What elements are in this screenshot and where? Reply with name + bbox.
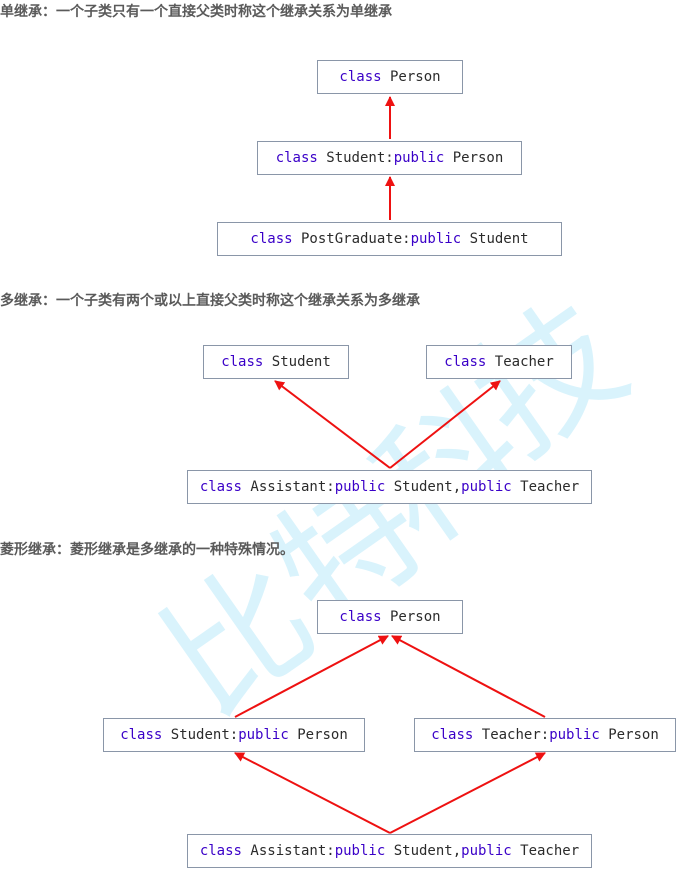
class-name: Assistant:: [241, 479, 335, 495]
public-keyword: public: [238, 727, 289, 743]
heading-diamond-inheritance: 菱形继承：菱形继承是多继承的一种特殊情况。: [0, 542, 294, 558]
diamond-teacher-box: class Teacher:public Person: [414, 718, 676, 752]
class-name: Teacher: [486, 354, 554, 370]
class-keyword: class: [339, 609, 382, 625]
public-keyword: public: [334, 479, 386, 495]
arrow-dstudent-to-person: [234, 635, 389, 718]
base-class-name: Student,: [385, 843, 462, 859]
base-class-name: Person: [288, 727, 348, 743]
class-keyword: class: [339, 69, 382, 85]
diamond-student-box: class Student:public Person: [103, 718, 365, 752]
multi-assistant-box: class Assistant:public Student,public Te…: [187, 470, 592, 504]
heading-multiple-inheritance: 多继承：一个子类有两个或以上直接父类时称这个继承关系为多继承: [0, 293, 420, 309]
class-name: Student:: [317, 150, 394, 166]
public-keyword: public: [461, 479, 512, 495]
arrow-assistant-to-student: [274, 380, 391, 469]
class-keyword: class: [444, 354, 487, 370]
base-class-name: Student,: [385, 479, 462, 495]
diamond-assistant-box: class Assistant:public Student,public Te…: [187, 834, 592, 868]
arrow-assistant-to-teacher: [389, 380, 501, 469]
base-class-name: Person: [444, 150, 504, 166]
single-student-box: class Student:public Person: [257, 141, 522, 175]
public-keyword: public: [410, 231, 462, 247]
class-name: Assistant:: [241, 843, 335, 859]
public-keyword: public: [393, 150, 445, 166]
arrow-dteacher-to-person: [391, 635, 546, 718]
multi-student-box: class Student: [203, 345, 349, 379]
public-keyword: public: [334, 843, 386, 859]
class-name: Student: [263, 354, 331, 370]
base-class-name: Person: [599, 727, 659, 743]
public-keyword: public: [461, 843, 512, 859]
class-name: Person: [381, 69, 441, 85]
base-class-name: Student: [461, 231, 529, 247]
diamond-person-box: class Person: [317, 600, 463, 634]
class-name: Person: [381, 609, 441, 625]
single-person-box: class Person: [317, 60, 463, 94]
class-keyword: class: [120, 727, 163, 743]
base-class-name: Teacher: [511, 843, 580, 859]
class-keyword: class: [199, 479, 242, 495]
arrow-dassistant-to-student: [234, 752, 391, 834]
single-postgraduate-box: class PostGraduate:public Student: [217, 222, 562, 256]
class-name: Teacher:: [473, 727, 550, 743]
public-keyword: public: [549, 727, 600, 743]
arrow-dassistant-to-teacher: [389, 752, 546, 834]
base-class-name: Teacher: [511, 479, 580, 495]
multi-teacher-box: class Teacher: [426, 345, 572, 379]
class-name: PostGraduate:: [292, 231, 411, 247]
class-keyword: class: [275, 150, 318, 166]
class-name: Student:: [162, 727, 239, 743]
heading-single-inheritance: 单继承：一个子类只有一个直接父类时称这个继承关系为单继承: [0, 4, 392, 20]
class-keyword: class: [199, 843, 242, 859]
class-keyword: class: [431, 727, 474, 743]
class-keyword: class: [221, 354, 264, 370]
class-keyword: class: [250, 231, 293, 247]
